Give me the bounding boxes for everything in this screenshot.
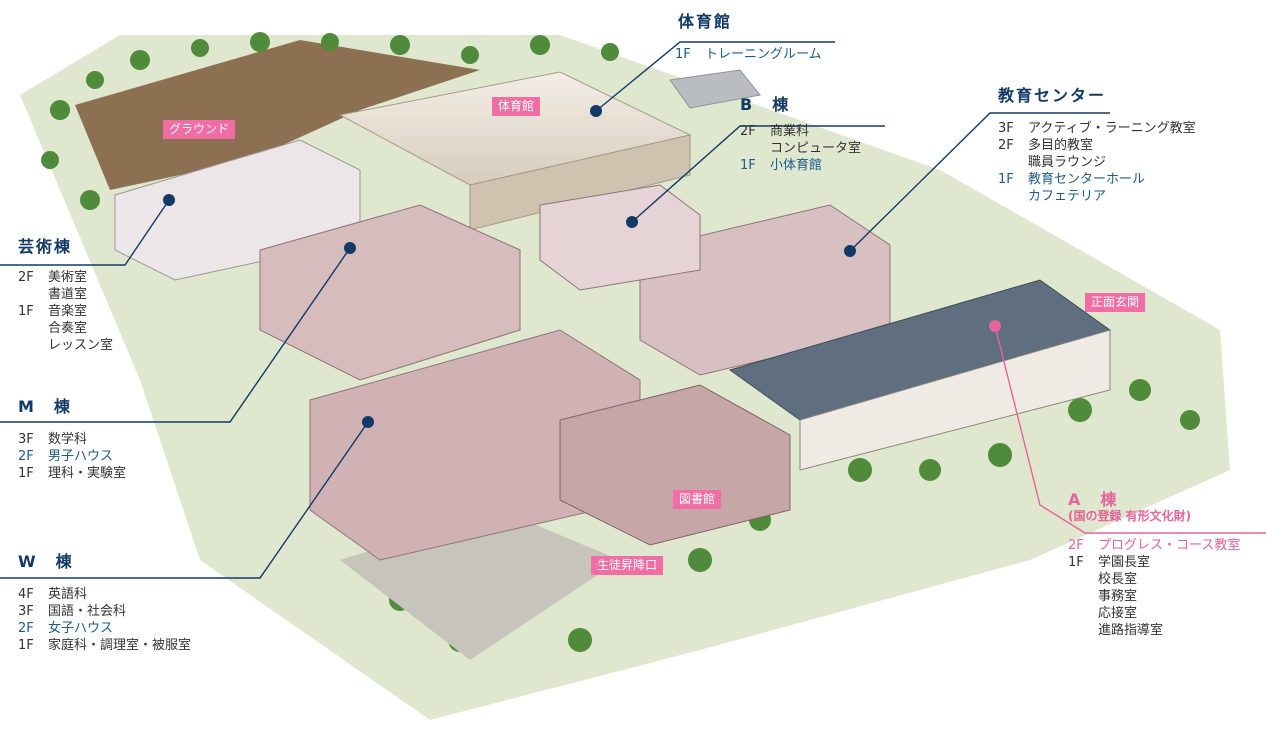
tag-gym: 体育館 bbox=[492, 97, 541, 116]
callout-row: 進路指導室 bbox=[1098, 623, 1164, 638]
tag-front-entrance: 正面玄関 bbox=[1085, 293, 1146, 312]
callout-m-title: M 棟 bbox=[18, 397, 72, 416]
tag-library: 図書館 bbox=[673, 490, 722, 509]
houses bbox=[669, 69, 761, 109]
callout-art-title: 芸術棟 bbox=[18, 237, 73, 256]
gym-wall bbox=[469, 134, 691, 231]
callout-a-title: A 棟 bbox=[1068, 490, 1119, 509]
callout-row: 事務室 bbox=[1098, 589, 1138, 604]
callout-row: 合奏室 bbox=[48, 321, 88, 336]
leader-lines bbox=[0, 41, 1266, 579]
callout-row: 応接室 bbox=[1098, 606, 1138, 621]
callout-edu-title: 教育センター bbox=[998, 86, 1107, 105]
m-building bbox=[259, 204, 521, 381]
athletic-field bbox=[75, 40, 480, 190]
callout-b-title: B 棟 bbox=[740, 95, 791, 114]
callout-row: 校長室 bbox=[1098, 572, 1138, 587]
callout-row: 書道室 bbox=[48, 287, 88, 302]
callout-row: 職員ラウンジ bbox=[1028, 155, 1107, 170]
tag-student-entrance: 生徒昇降口 bbox=[591, 556, 664, 575]
callout-row: レッスン室 bbox=[48, 338, 114, 353]
b-building bbox=[539, 184, 701, 291]
location-dots bbox=[163, 105, 1001, 428]
tag-ground: グラウンド bbox=[163, 120, 236, 139]
callout-row: コンピュータ室 bbox=[770, 141, 862, 156]
a-building-wall bbox=[799, 329, 1111, 471]
callout-w-title: W 棟 bbox=[18, 552, 74, 571]
callout-row: カフェテリア bbox=[1028, 189, 1107, 204]
library-building bbox=[559, 384, 791, 546]
callout-gym-title: 体育館 bbox=[678, 12, 733, 31]
callout-a-subtitle: (国の登録 有形文化財) bbox=[1068, 509, 1192, 523]
